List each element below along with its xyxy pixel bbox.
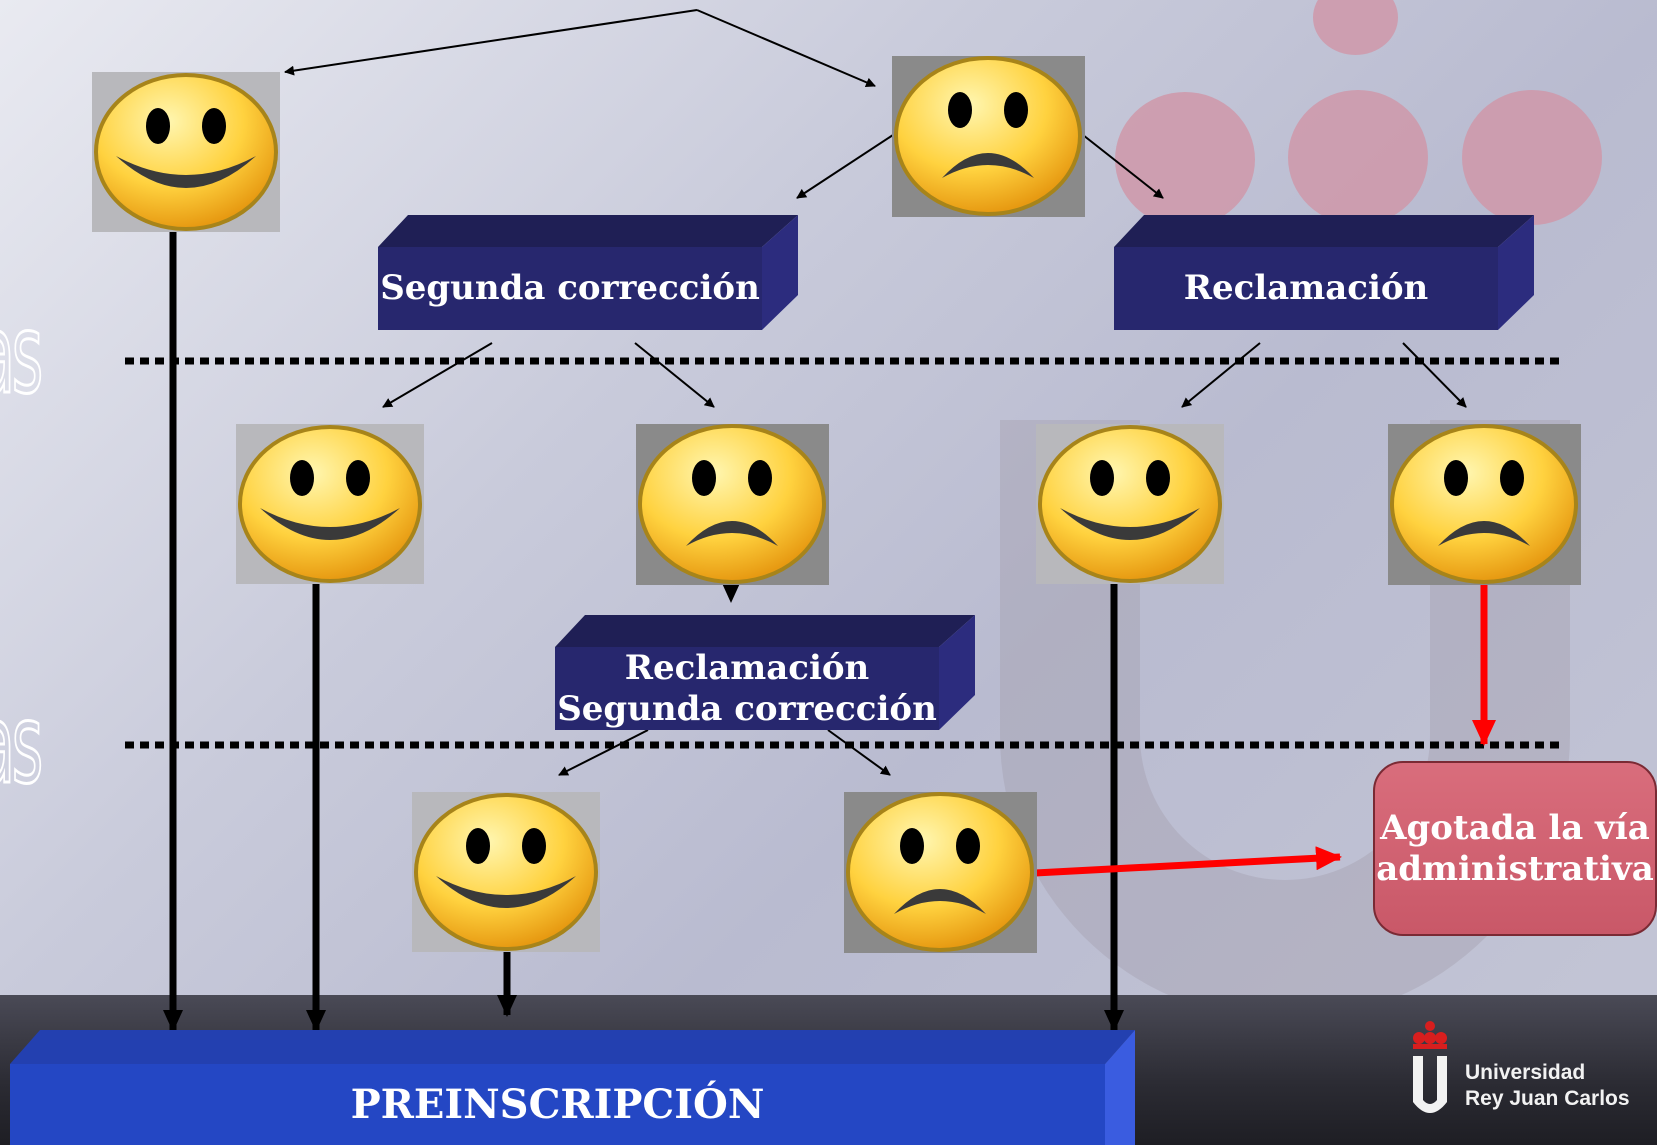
claim-box: Reclamación [1114,215,1534,330]
administrative-exhausted-box: Agotada la vía administrativa [1373,761,1657,936]
claim-second-correction-label: Reclamación Segunda corrección [555,645,939,732]
preinscription-box: PREINSCRIPCIÓN [10,1030,1135,1145]
claim-second-line1: Reclamación [624,647,870,688]
second-correction-box: Segunda corrección [378,215,798,330]
sad-face-icon [636,424,829,585]
happy-face-icon [1036,424,1224,584]
happy-face-icon [412,792,600,952]
university-name-line2: Rey Juan Carlos [1465,1087,1630,1111]
university-name: Universidad Rey Juan Carlos [1465,1060,1630,1113]
happy-face-icon [236,424,424,584]
sad-face-icon [844,792,1037,953]
claim-label: Reclamación [1183,268,1429,309]
exhausted-line2: administrativa [1376,848,1654,889]
side-label-upper: as [0,289,44,420]
exhausted-line1: Agotada la vía [1380,807,1650,848]
sad-face-icon [1388,424,1581,585]
claim-second-line2: Segunda corrección [557,688,937,729]
university-logo: Universidad Rey Juan Carlos [1405,1020,1645,1145]
preinscription-label: PREINSCRIPCIÓN [350,1080,765,1128]
happy-face-icon [92,72,280,232]
second-correction-label: Segunda corrección [380,268,760,309]
background-dot [1115,92,1255,227]
university-name-line1: Universidad [1465,1061,1586,1084]
crown-icon [1413,1021,1447,1113]
background-dot [1462,90,1602,225]
claim-second-correction-box: Reclamación Segunda corrección [555,615,975,730]
side-label-lower: as [0,679,44,810]
sad-face-icon [892,56,1085,217]
background-dot [1288,90,1428,225]
